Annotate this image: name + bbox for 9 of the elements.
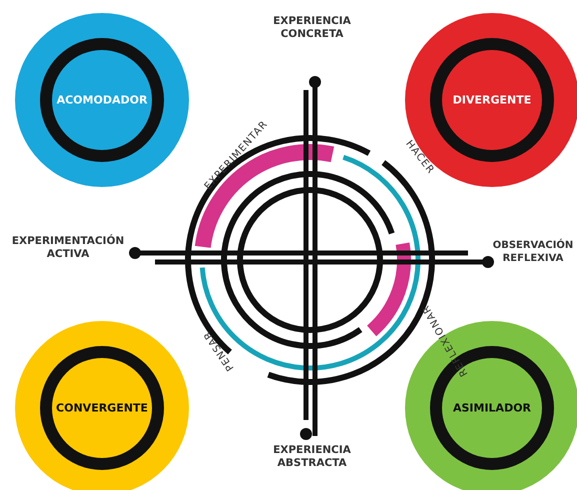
axis-label: OBSERVACIÓN REFLEXIVA [492, 239, 574, 265]
style-label: ACOMODADOR [56, 94, 148, 106]
style-label: ASIMILADOR [452, 402, 532, 414]
axis-label: EXPERIENCIA CONCRETA [272, 15, 352, 41]
style-label: DIVERGENTE [452, 94, 532, 106]
style-label: CONVERGENTE [56, 402, 148, 414]
axis-label: EXPERIENCIA ABSTRACTA [272, 444, 352, 470]
style-circle [14, 12, 190, 188]
axis-label: EXPERIMENTACIÓN ACTIVA [10, 235, 126, 261]
